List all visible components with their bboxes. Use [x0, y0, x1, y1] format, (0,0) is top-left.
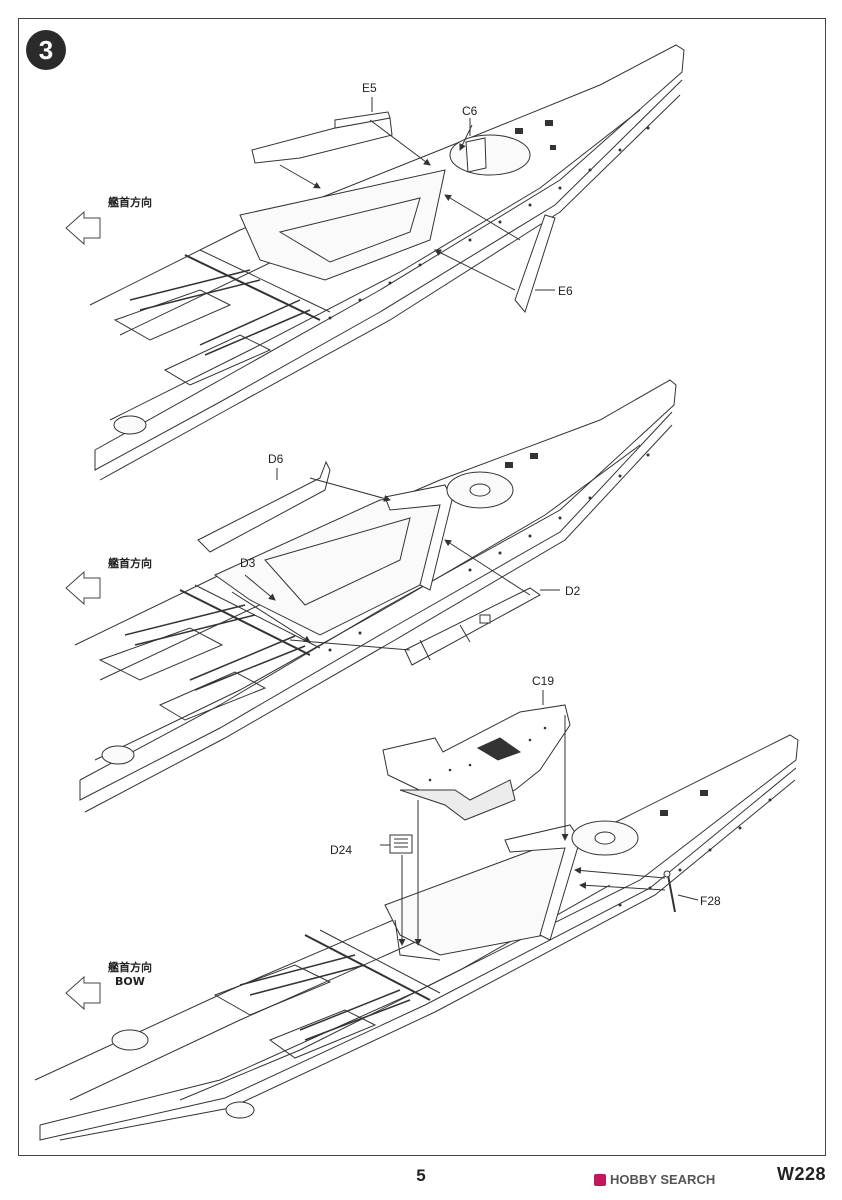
part-label-d24: D24 [330, 843, 353, 857]
watermark-logo-icon [594, 1174, 606, 1186]
bow-direction-label-b: 艦首方向 [108, 557, 152, 570]
bow-direction-label-c: 艦首方向 [108, 961, 152, 974]
part-label-e5: E5 [362, 81, 377, 95]
part-label-d6: D6 [268, 452, 284, 466]
hull-diagram-b [74, 379, 677, 813]
model-code: W228 [776, 1164, 826, 1184]
part-label-c6: C6 [462, 104, 478, 118]
watermark: HOBBY SEARCH [594, 1172, 834, 1192]
part-label-d2: D2 [565, 584, 581, 598]
page-frame [18, 18, 826, 1156]
hull-diagram-c [34, 690, 799, 1141]
page-number: 5 [416, 1166, 426, 1185]
part-label-e6: E6 [558, 284, 573, 298]
bow-arrow-icon [65, 210, 101, 1011]
bow-direction-label-a: 艦首方向 [108, 196, 152, 209]
hull-diagram-a [89, 44, 685, 481]
bow-direction-label-en: BOW [115, 975, 145, 988]
step-number-badge: 3 [26, 30, 66, 70]
part-label-c19: C19 [532, 674, 555, 688]
part-label-f28: F28 [700, 894, 721, 908]
watermark-text: HOBBY SEARCH [610, 1172, 716, 1187]
part-label-d3: D3 [240, 556, 256, 570]
